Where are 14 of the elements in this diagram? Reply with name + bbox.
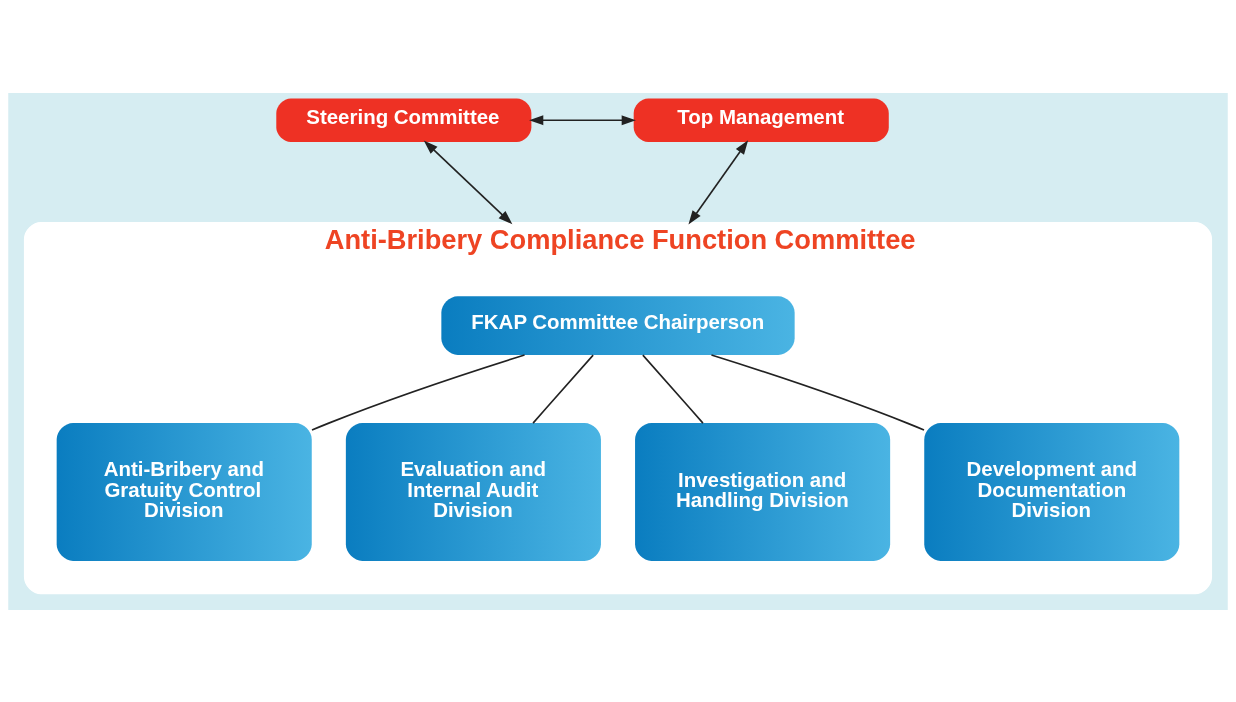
- node-box: Investigation and Handling Division: [635, 422, 891, 561]
- node-box: Anti-Bribery and Gratuity Control Division: [56, 422, 312, 561]
- arrow: [423, 140, 513, 224]
- connector: [532, 353, 594, 424]
- connector: [642, 353, 704, 424]
- node-box: Evaluation and Internal Audit Division: [345, 422, 601, 561]
- arrow: [529, 114, 636, 125]
- node-box: Development and Documentation Division: [924, 422, 1180, 561]
- arrow: [688, 139, 749, 225]
- node-box: Top Management: [633, 97, 889, 142]
- connector: [311, 353, 526, 431]
- node-box: FKAP Committee Chairperson: [441, 295, 795, 355]
- node-box: Steering Committee: [276, 97, 532, 142]
- connector: [710, 353, 925, 431]
